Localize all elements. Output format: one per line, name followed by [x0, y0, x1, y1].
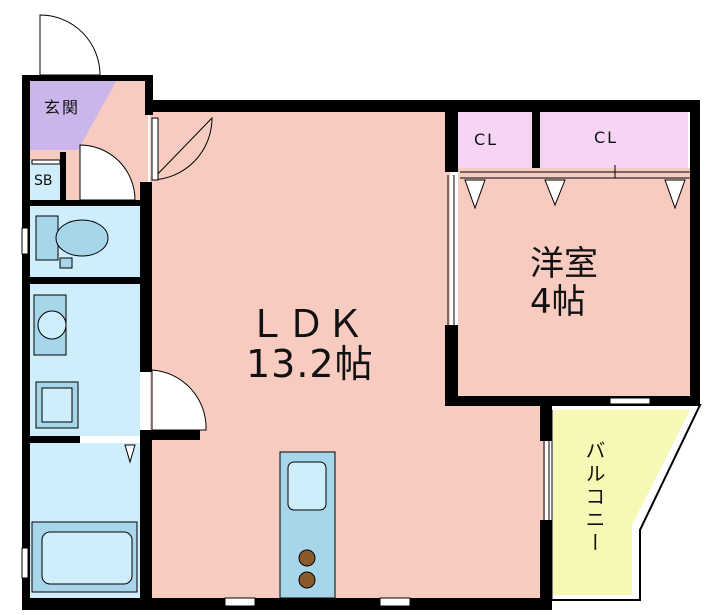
balcony-floor: [553, 410, 690, 595]
ldk-size-label: 13.2帖: [246, 342, 374, 386]
bathtub-fixture: [31, 521, 138, 593]
shoebox-floor: [30, 160, 64, 200]
closet-1-label: CL: [474, 130, 499, 149]
closet-door-markers: [464, 179, 686, 210]
ldk-lower-floor: [450, 400, 545, 605]
closet-2-floor: [540, 112, 688, 168]
swing-doors: [39, 14, 213, 464]
balcony-outline: [552, 404, 702, 601]
closet-2-label: CL: [594, 128, 619, 147]
washroom-fixtures: [33, 294, 79, 429]
genkan-label: 玄関: [44, 98, 81, 117]
shoebox-label: SB: [34, 173, 53, 189]
ldk-name-label: ＬＤＫ: [248, 302, 366, 346]
closet-1-floor: [458, 112, 532, 168]
sliding-doors: [447, 165, 690, 520]
genkan-floor: [30, 78, 118, 150]
youshitsu-size-label: 4帖: [530, 282, 586, 322]
windows: [21, 159, 651, 607]
youshitsu-name-label: 洋室: [530, 244, 598, 284]
balcony-label: バルコニー: [582, 440, 606, 555]
youshitsu-floor: [458, 168, 690, 396]
kitchen-counter: [279, 451, 336, 599]
toilet-fixture: [35, 215, 109, 269]
walls: [22, 75, 700, 610]
